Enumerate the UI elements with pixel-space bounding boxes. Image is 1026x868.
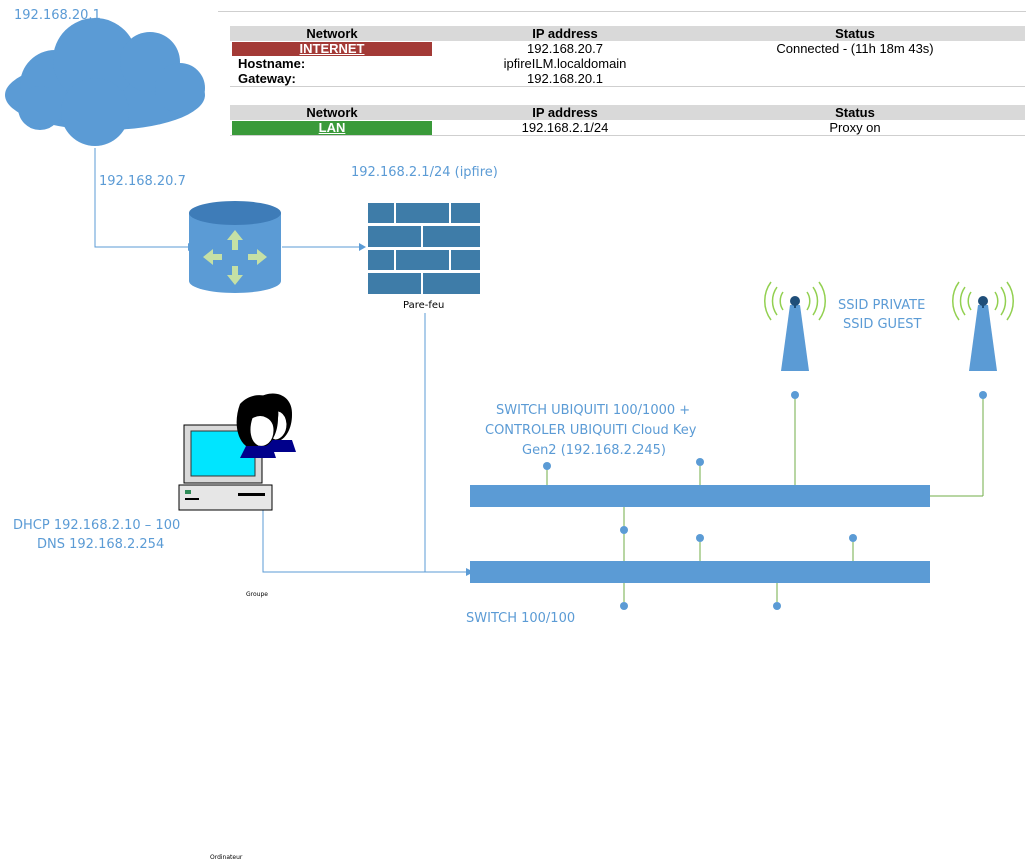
firewall-icon (366, 202, 481, 295)
internet-status: Connected - (11h 18m 43s) (776, 41, 934, 56)
computer-user-icon (178, 393, 296, 511)
internet-badge[interactable]: INTERNET (232, 42, 432, 56)
groupe-label: Groupe (246, 591, 268, 598)
link-computer-switch100 (262, 510, 470, 573)
link-arrowhead (359, 243, 366, 251)
link-firewall-switch100 (424, 313, 470, 573)
status-header: Status (835, 105, 875, 120)
lan-ip: 192.168.2.1/24 (521, 120, 609, 135)
ip-header: IP address (532, 26, 598, 41)
cloud-icon (5, 18, 205, 146)
switch-100-bar[interactable] (470, 561, 930, 583)
network-header: Network (306, 105, 358, 120)
switch-ubiquiti-label-line3: Gen2 (192.168.2.245) (522, 443, 666, 458)
gateway-row: Gateway: 192.168.20.1 (230, 71, 1025, 86)
firewall-ip-label: 192.168.2.1/24 (ipfire) (351, 165, 498, 180)
link-cloud-router (94, 148, 188, 248)
internet-ip: 192.168.20.7 (527, 41, 603, 56)
switch-ubiquiti-label-line2: CONTROLER UBIQUITI Cloud Key (485, 423, 697, 438)
switch-ubiquiti-bar[interactable] (470, 485, 930, 507)
ssid-guest-label: SSID GUEST (843, 317, 922, 332)
router-icon (189, 201, 281, 293)
status-header: Status (835, 26, 875, 41)
ip-header: IP address (532, 105, 598, 120)
dns-label: DNS 192.168.2.254 (37, 537, 165, 552)
lan-status-table: Network IP address Status LAN 192.168.2.… (230, 105, 1025, 136)
dhcp-label: DHCP 192.168.2.10 – 100 (13, 518, 181, 533)
internet-table-bottom-line (230, 86, 1025, 87)
switch100-ports (620, 534, 857, 610)
wifi-antenna-icon (952, 281, 1014, 371)
lan-badge[interactable]: LAN (232, 121, 432, 135)
switch-ubiquiti-label-line1: SWITCH UBIQUITI 100/1000 + (496, 403, 691, 418)
gateway-value: 192.168.20.1 (527, 71, 603, 86)
wifi-antenna-icon (764, 281, 826, 371)
internet-status-table: Network IP address Status INTERNET 192.1… (230, 26, 1025, 87)
hostname-label: Hostname: (238, 56, 306, 71)
ssid-private-label: SSID PRIVATE (838, 298, 926, 313)
switch-100-label: SWITCH 100/100 (466, 611, 576, 626)
network-header: Network (306, 26, 358, 41)
ubiquiti-ports (543, 391, 987, 534)
hostname-row: Hostname: ipfireILM.localdomain (230, 56, 1025, 71)
internet-row: INTERNET 192.168.20.7 Connected - (11h 1… (230, 41, 1025, 56)
firewall-caption: Pare-feu (403, 300, 445, 311)
internet-table-header: Network IP address Status (230, 26, 1025, 41)
ordinateur-label: Ordinateur (210, 854, 243, 861)
wan-gateway-ip-label: 192.168.20.1 (14, 8, 101, 23)
lan-table-header: Network IP address Status (230, 105, 1025, 120)
lan-table-bottom-line (230, 135, 1025, 136)
lan-row: LAN 192.168.2.1/24 Proxy on (230, 120, 1025, 135)
lan-status: Proxy on (829, 120, 881, 135)
hostname-value: ipfireILM.localdomain (503, 56, 627, 71)
gateway-label: Gateway: (238, 71, 296, 86)
top-divider (218, 11, 1026, 12)
router-ip-label: 192.168.20.7 (99, 174, 186, 189)
